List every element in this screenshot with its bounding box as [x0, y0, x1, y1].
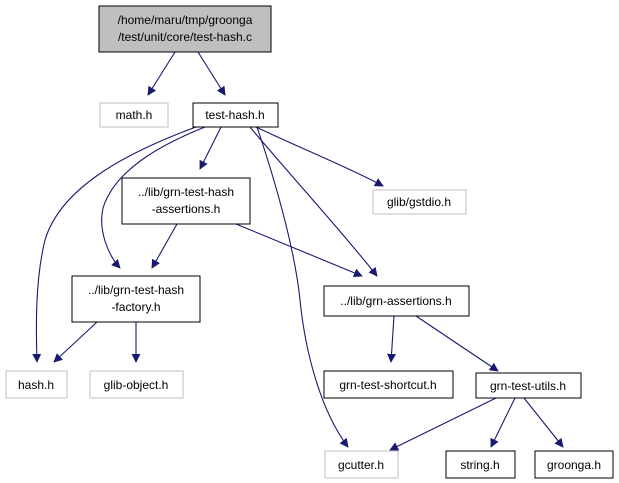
edges-layer	[32, 51, 564, 451]
edge-grn-test-utils-h-to-gcutter-h	[389, 397, 497, 451]
node-grn-test-hash-assertions-h[interactable]: ../lib/grn-test-hash -assertions.h	[121, 177, 251, 225]
node-groonga-h[interactable]: groonga.h	[534, 450, 614, 479]
edge-test-hash-h-to-grn-test-hash-factory-h	[101, 126, 206, 269]
edge-grn-assertions-h-to-grn-test-utils-h	[415, 315, 499, 372]
node-math-h[interactable]: math.h	[99, 102, 169, 128]
nodes-layer: /home/maru/tmp/groonga /test/unit/core/t…	[5, 5, 614, 479]
node-hash-h-label: hash.h	[18, 378, 54, 392]
node-grn-test-hash-factory-h-line-2: -factory.h	[111, 300, 160, 314]
node-grn-assertions-h-label: ../lib/grn-assertions.h	[340, 294, 451, 308]
node-grn-test-hash-factory-h-line-1: ../lib/grn-test-hash	[88, 283, 184, 297]
node-test-hash-h[interactable]: test-hash.h	[192, 102, 279, 128]
node-groonga-h-label: groonga.h	[547, 458, 601, 472]
node-grn-test-hash-assertions-h-line-2: -assertions.h	[152, 202, 221, 216]
edge-grn-assertions-h-to-grn-test-shortcut-h	[387, 315, 397, 363]
node-glib-gstdio-h[interactable]: glib/gstdio.h	[372, 189, 467, 215]
node-grn-test-shortcut-h[interactable]: grn-test-shortcut.h	[323, 370, 454, 399]
edge-test-hash-h-to-glib-gstdio-h	[255, 126, 384, 187]
edge-root-to-test-hash-h	[197, 51, 226, 96]
edge-grn-test-hash-factory-h-to-hash-h	[53, 321, 98, 363]
node-string-h-label: string.h	[460, 458, 499, 472]
node-grn-test-hash-assertions-h-line-1: ../lib/grn-test-hash	[138, 185, 234, 199]
edge-grn-test-utils-h-to-groonga-h	[523, 397, 564, 448]
node-math-h-label: math.h	[116, 108, 153, 122]
node-grn-test-utils-h[interactable]: grn-test-utils.h	[475, 372, 582, 399]
node-glib-gstdio-h-label: glib/gstdio.h	[387, 195, 451, 209]
node-gcutter-h[interactable]: gcutter.h	[324, 450, 399, 479]
node-grn-test-utils-h-label: grn-test-utils.h	[490, 379, 566, 393]
node-glib-object-h-label: glib-object.h	[104, 378, 169, 392]
edge-grn-test-utils-h-to-string-h	[490, 397, 516, 448]
edge-root-to-math-h	[147, 51, 176, 96]
node-grn-test-hash-factory-h[interactable]: ../lib/grn-test-hash -factory.h	[71, 275, 201, 323]
node-gcutter-h-label: gcutter.h	[338, 458, 384, 472]
edge-test-hash-h-to-hash-h	[32, 126, 197, 363]
edge-test-hash-h-to-grn-assertions-h	[249, 126, 378, 277]
node-string-h[interactable]: string.h	[445, 450, 516, 479]
node-grn-assertions-h[interactable]: ../lib/grn-assertions.h	[323, 285, 470, 317]
node-hash-h[interactable]: hash.h	[5, 370, 68, 399]
edge-test-hash-h-to-gcutter-h	[256, 126, 349, 448]
edge-test-hash-h-to-grn-test-hash-assertions-h	[199, 126, 222, 170]
edge-grn-test-hash-assertions-h-to-grn-test-hash-factory-h	[151, 223, 178, 269]
node-grn-test-shortcut-h-label: grn-test-shortcut.h	[339, 378, 436, 392]
node-root-line-1: /home/maru/tmp/groonga	[118, 13, 253, 27]
node-root-line-2: /test/unit/core/test-hash.c	[118, 30, 252, 44]
node-glib-object-h[interactable]: glib-object.h	[89, 370, 184, 399]
node-root[interactable]: /home/maru/tmp/groonga /test/unit/core/t…	[98, 5, 272, 53]
edge-grn-test-hash-assertions-h-to-grn-assertions-h	[235, 223, 363, 278]
node-test-hash-h-label: test-hash.h	[205, 108, 264, 122]
